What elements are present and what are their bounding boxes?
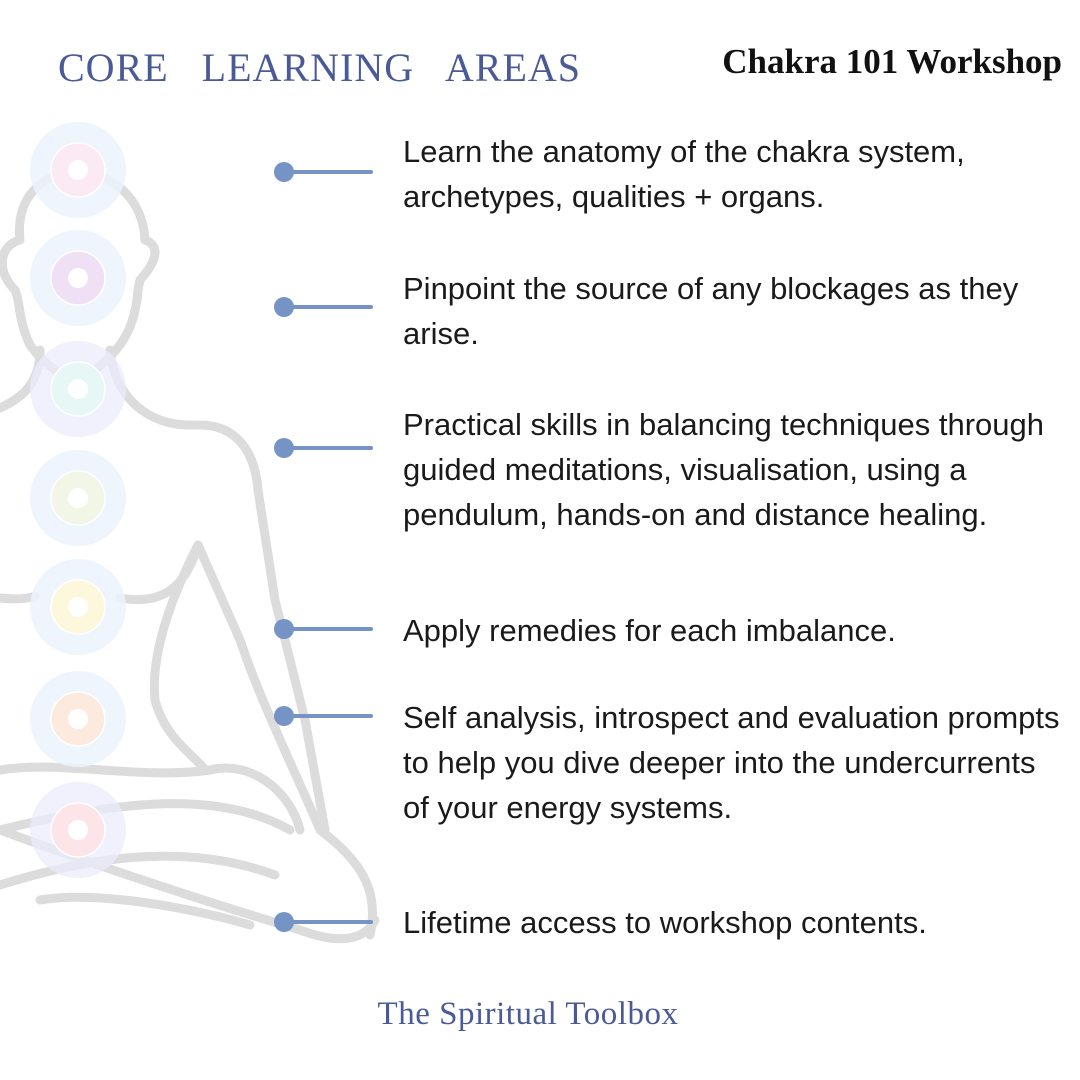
bullet-marker	[274, 912, 374, 932]
bullet-line	[284, 627, 373, 631]
bullet-marker	[274, 619, 374, 639]
chakra-circle-icon	[30, 341, 126, 437]
footer-brand: The Spiritual Toolbox	[377, 996, 679, 1032]
chakra-circle-icon	[30, 450, 126, 546]
bullet-line	[284, 446, 373, 450]
chakra-circle-icon	[30, 230, 126, 326]
bullet-marker	[274, 706, 374, 726]
chakra-circle-icon	[30, 782, 126, 878]
list-item: Apply remedies for each imbalance.	[403, 613, 896, 648]
chakra-circle-icon	[30, 559, 126, 655]
page-title: CORE LEARNING AREAS	[58, 45, 582, 90]
bullet-marker	[274, 438, 374, 458]
list-item: Pinpoint the source of any blockages as …	[403, 271, 1019, 351]
bullet-marker	[274, 162, 374, 182]
bullet-line	[284, 714, 373, 718]
bullet-marker	[274, 297, 374, 317]
chakra-circle-icon	[30, 671, 126, 767]
list-item: Lifetime access to workshop contents.	[403, 905, 927, 940]
list-item: Self analysis, introspect and evaluation…	[403, 700, 1060, 825]
bullet-line	[284, 920, 373, 924]
workshop-title: Chakra 101 Workshop	[722, 42, 1062, 81]
bullet-line	[284, 305, 373, 309]
list-item: Practical skills in balancing techniques…	[403, 407, 1045, 532]
list-item: Learn the anatomy of the chakra system, …	[403, 134, 965, 214]
chakra-circle-icon	[30, 122, 126, 218]
bullet-line	[284, 170, 373, 174]
